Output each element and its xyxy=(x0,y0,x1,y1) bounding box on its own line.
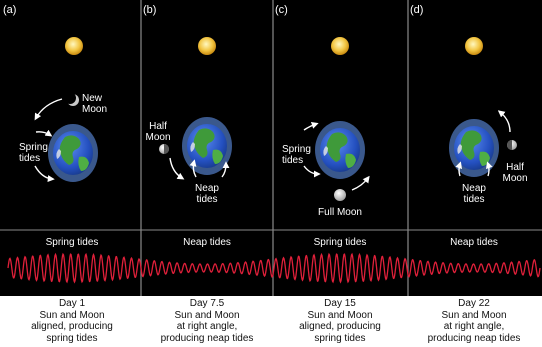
earth-c xyxy=(315,121,365,179)
tide-strip-label: Neap tides xyxy=(183,237,231,248)
orbit-arrow-icon xyxy=(486,161,493,177)
earth-a xyxy=(48,124,98,182)
caption-line: at right angle, xyxy=(443,321,505,332)
caption-day-7-5: Day 7.5 Sun and Moon at right angle, pro… xyxy=(141,298,273,344)
panel-dividers xyxy=(140,0,409,296)
half-moon-icon xyxy=(507,140,517,150)
caption-line: spring tides xyxy=(46,332,98,344)
caption-line: spring tides xyxy=(314,332,366,344)
orbit-arrow-icon xyxy=(303,122,319,131)
caption-line: at right angle, xyxy=(176,321,238,332)
caption-line: Sun and Moon xyxy=(174,309,240,321)
caption-line: aligned, producing xyxy=(299,321,381,332)
tide-strip-label: Neap tides xyxy=(450,237,498,248)
caption-line: Sun and Moon xyxy=(441,309,507,321)
orbit-arrow-icon xyxy=(189,159,197,178)
tide-strip-label: Spring tides xyxy=(314,237,367,248)
orbit-arrow-icon xyxy=(497,110,511,133)
panel-letter: (d) xyxy=(410,4,424,16)
earth-b xyxy=(182,117,232,175)
caption-line: Day 1 xyxy=(58,298,86,309)
tide-strip-background xyxy=(0,230,542,296)
orbit-arrow-icon xyxy=(303,165,321,178)
caption-line: Sun and Moon xyxy=(307,309,373,321)
sun-icon xyxy=(65,37,83,55)
tide-strip-label: Spring tides xyxy=(46,237,99,248)
half-moon-icon xyxy=(159,144,169,154)
sun-icon xyxy=(465,37,483,55)
sun-icon xyxy=(331,37,349,55)
orbit-arrow-icon xyxy=(34,165,55,183)
earth-d xyxy=(449,119,499,177)
orbit-arrow-icon xyxy=(35,129,53,137)
caption-day-1: Day 1 Sun and Moon aligned, producing sp… xyxy=(6,298,138,344)
orbit-arrows xyxy=(34,98,511,191)
sun-icon xyxy=(198,37,216,55)
sun-group xyxy=(65,37,483,55)
caption-day-22: Day 22 Sun and Moon at right angle, prod… xyxy=(408,298,540,344)
orbit-arrow-icon xyxy=(169,157,185,180)
orbit-arrow-icon xyxy=(221,161,230,178)
caption-line: Sun and Moon xyxy=(39,309,105,321)
caption-line: aligned, producing xyxy=(31,321,113,332)
panel-letter: (b) xyxy=(143,4,157,16)
orbit-arrow-icon xyxy=(34,98,63,121)
panel-letter: (c) xyxy=(275,4,288,16)
caption-line: Day 15 xyxy=(324,298,356,309)
orbit-arrow-icon xyxy=(351,175,370,191)
orbit-arrow-icon xyxy=(455,161,462,177)
full-moon-icon xyxy=(334,189,346,201)
caption-line: Day 7.5 xyxy=(189,298,225,309)
new-moon-icon xyxy=(64,92,79,106)
panel-letter: (a) xyxy=(3,4,17,16)
caption-day-15: Day 15 Sun and Moon aligned, producing s… xyxy=(274,298,406,344)
tide-wave xyxy=(7,252,541,284)
caption-line: producing neap tides xyxy=(160,332,254,344)
caption-line: producing neap tides xyxy=(427,332,521,344)
moon-label: Full Moon xyxy=(318,207,362,218)
caption-line: Day 22 xyxy=(458,298,490,309)
